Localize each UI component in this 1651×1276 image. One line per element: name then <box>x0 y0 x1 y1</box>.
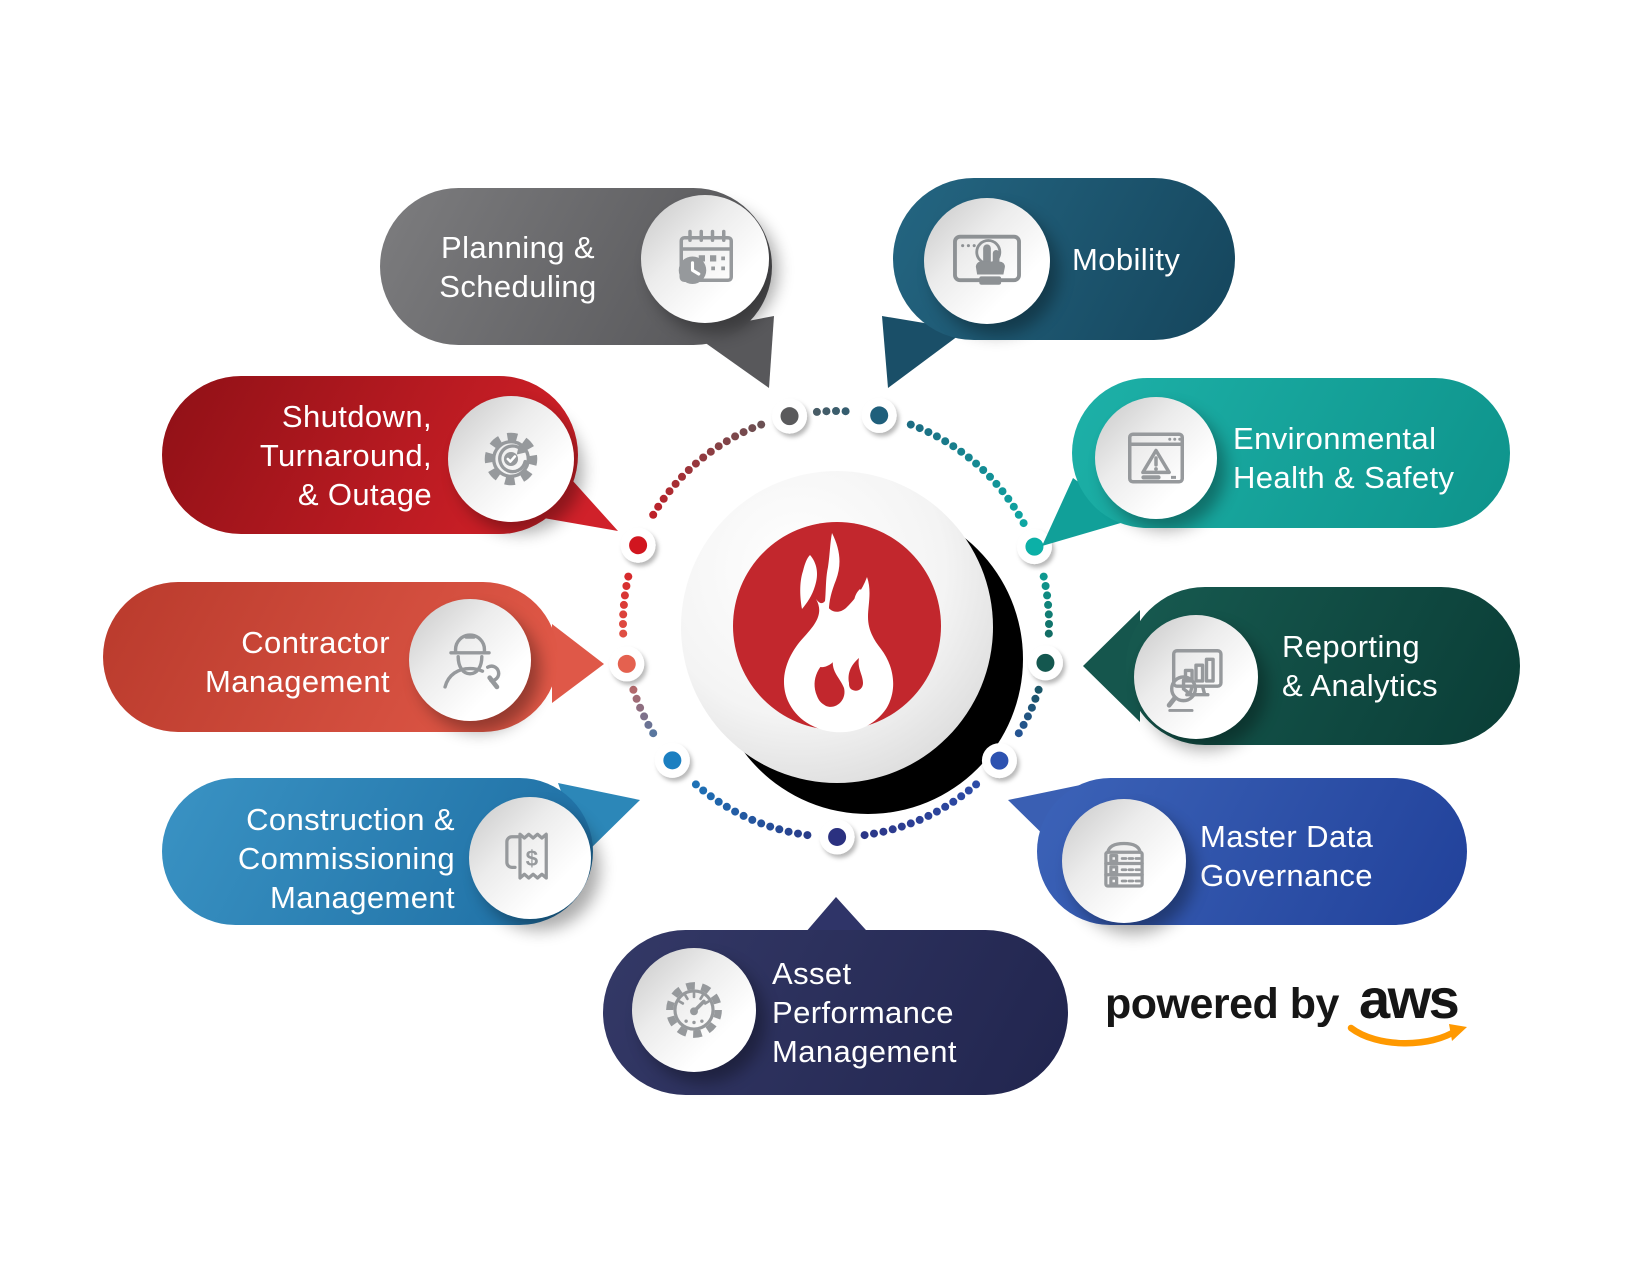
ring-node-master-data-governance <box>981 743 1017 779</box>
pill-label-line: Reporting <box>1282 629 1421 664</box>
pill-label-line: Management <box>270 880 455 915</box>
pill-master-data-governance: Master Data Governance <box>1037 778 1467 925</box>
ring-node-contractor-management <box>609 646 645 682</box>
pill-contractor-management: Contractor Management <box>103 582 558 732</box>
pill-construction-commissioning-management: Construction & Commissioning Management … <box>162 778 593 925</box>
icon-disc <box>641 195 769 323</box>
ring-dots <box>619 407 1053 840</box>
pill-asset-performance-management: Asset Performance Management <box>603 930 1068 1095</box>
pill-label-line: Health & Safety <box>1233 460 1455 495</box>
flame-tongue <box>809 533 840 668</box>
ring-node-mobility <box>861 397 897 433</box>
invoice-dollar-icon: $ <box>505 832 548 880</box>
powered-by-text: powered by <box>1105 980 1339 1028</box>
icon-disc <box>924 198 1050 324</box>
server-rack-icon <box>1104 841 1144 888</box>
pill-label: Master Data Governance <box>1200 778 1455 925</box>
pill-label: Environmental Health & Safety <box>1233 378 1507 528</box>
center-flame-logo <box>681 471 1023 814</box>
worker-wrench-icon <box>443 633 501 690</box>
pill-label-line: Commissioning <box>237 841 455 876</box>
ring-node-environmental-health-safety <box>1016 529 1052 565</box>
flame-leaf-left <box>800 555 818 609</box>
ring-node-asset-performance-management <box>819 819 855 855</box>
pill-label: Shutdown, Turnaround, & Outage <box>192 376 432 534</box>
ring-nodes <box>609 397 1063 855</box>
pill-mobility: Mobility <box>893 178 1235 340</box>
svg-text:$: $ <box>526 846 539 871</box>
calendar-clock-icon <box>678 229 733 284</box>
icon-disc <box>448 396 574 522</box>
pill-tail-environmental-health-safety <box>1042 478 1131 546</box>
pill-planning-scheduling: Planning & Scheduling <box>380 188 772 345</box>
gauge-gear-icon <box>666 982 722 1038</box>
powered-by-aws: powered by aws <box>1105 966 1505 1056</box>
pill-label: Planning & Scheduling <box>396 188 640 345</box>
aws-logo-text: aws <box>1358 967 1460 1030</box>
tablet-touch-icon <box>953 234 1021 285</box>
browser-warning-icon <box>1128 432 1184 484</box>
pill-label-line: Performance <box>772 995 954 1030</box>
gear-refresh-icon <box>484 432 538 486</box>
pill-label: Contractor Management <box>143 582 390 732</box>
pill-tail-asset-performance-management <box>799 897 875 940</box>
ring-node-construction-commissioning-management <box>654 742 690 778</box>
icon-disc <box>1062 799 1186 923</box>
pill-label-line: Turnaround, <box>259 437 432 473</box>
monitor-analytics-icon <box>1166 649 1223 712</box>
pill-label-line: Contractor <box>241 625 390 660</box>
pill-label: Asset Performance Management <box>772 930 1042 1095</box>
pill-label-line: Governance <box>1200 857 1373 893</box>
pill-label-line: Mobility <box>1072 241 1181 277</box>
pill-label-line: & Analytics <box>1282 668 1439 703</box>
pill-label-line: Construction & <box>246 802 455 837</box>
pill-tail-reporting-analytics <box>1083 610 1140 722</box>
icon-disc <box>632 948 756 1072</box>
pill-tail-contractor-management <box>552 624 604 703</box>
pill-label-line: Master Data <box>1200 818 1374 854</box>
pill-label-line: Shutdown, <box>281 398 432 434</box>
flame-body <box>783 577 894 733</box>
pill-label-line: & Outage <box>297 476 432 512</box>
icon-disc <box>409 599 531 721</box>
icon-disc <box>1095 397 1217 519</box>
ring-node-shutdown-turnaround-outage <box>620 527 656 563</box>
pill-label-line: Scheduling <box>439 268 597 304</box>
pill-reporting-analytics: Reporting & Analytics <box>1126 587 1520 745</box>
icon-disc <box>1134 615 1258 739</box>
aws-smile-arrow-icon <box>1347 1024 1467 1047</box>
pill-label-line: Management <box>205 664 390 699</box>
pill-shutdown-turnaround-outage: Shutdown, Turnaround, & Outage <box>162 376 578 534</box>
pill-label-line: Asset <box>772 956 852 991</box>
ring-node-reporting-analytics <box>1027 645 1063 681</box>
icon-disc: $ <box>469 797 591 919</box>
pill-label-line: Environmental <box>1233 421 1437 456</box>
pill-label: Reporting & Analytics <box>1282 587 1514 745</box>
pill-label: Construction & Commissioning Management <box>192 778 455 925</box>
flame-leaf-right <box>852 589 867 635</box>
pill-label-line: Management <box>772 1034 957 1069</box>
pill-label-line: Planning & <box>441 229 595 265</box>
ring-node-planning-scheduling <box>772 398 808 434</box>
pill-label: Mobility <box>1072 178 1232 340</box>
pill-environmental-health-safety: Environmental Health & Safety <box>1072 378 1510 528</box>
